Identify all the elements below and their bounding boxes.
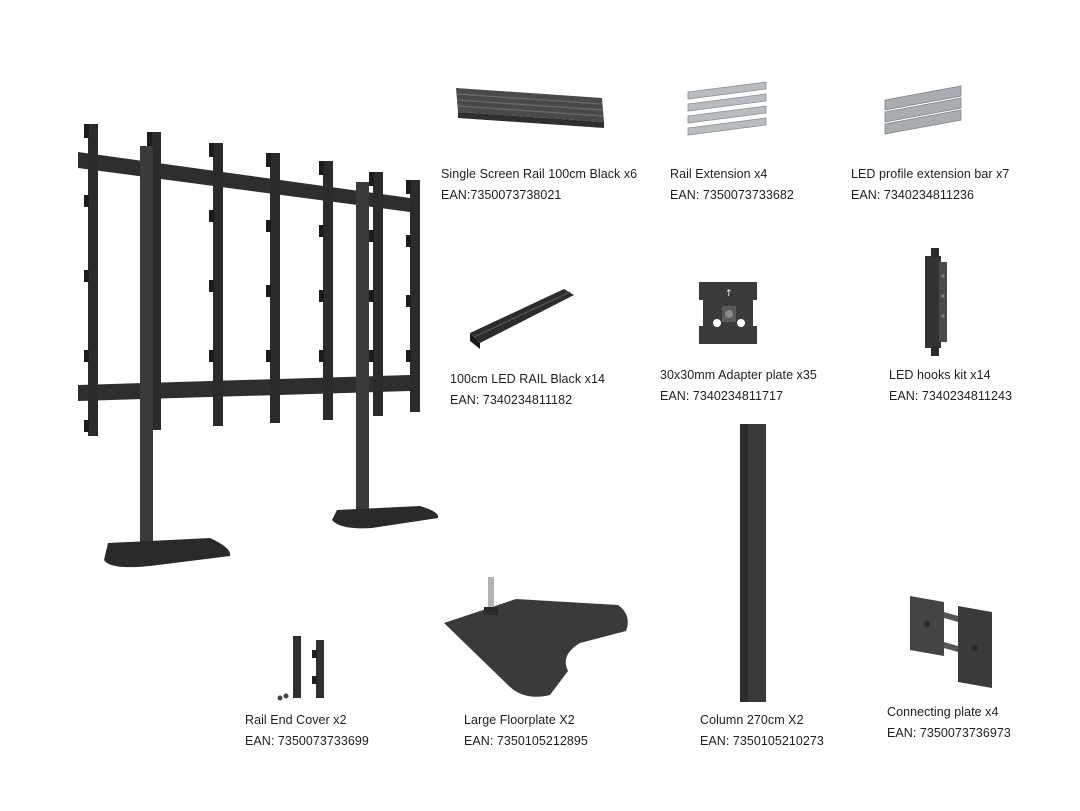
rail-extension-image bbox=[687, 81, 767, 136]
rail-end-cover-image bbox=[277, 636, 324, 701]
adapter-plate-image: ↑ bbox=[699, 282, 757, 344]
led-rail-image bbox=[470, 289, 574, 349]
large-floorplate-image bbox=[444, 577, 628, 697]
column-image bbox=[740, 424, 766, 702]
svg-text:↑: ↑ bbox=[725, 289, 733, 299]
led-hooks-kit-image bbox=[925, 248, 947, 356]
single-screen-rail-image bbox=[456, 88, 604, 128]
connecting-plate-image bbox=[910, 596, 992, 688]
led-profile-extension-bar-image bbox=[884, 85, 962, 135]
